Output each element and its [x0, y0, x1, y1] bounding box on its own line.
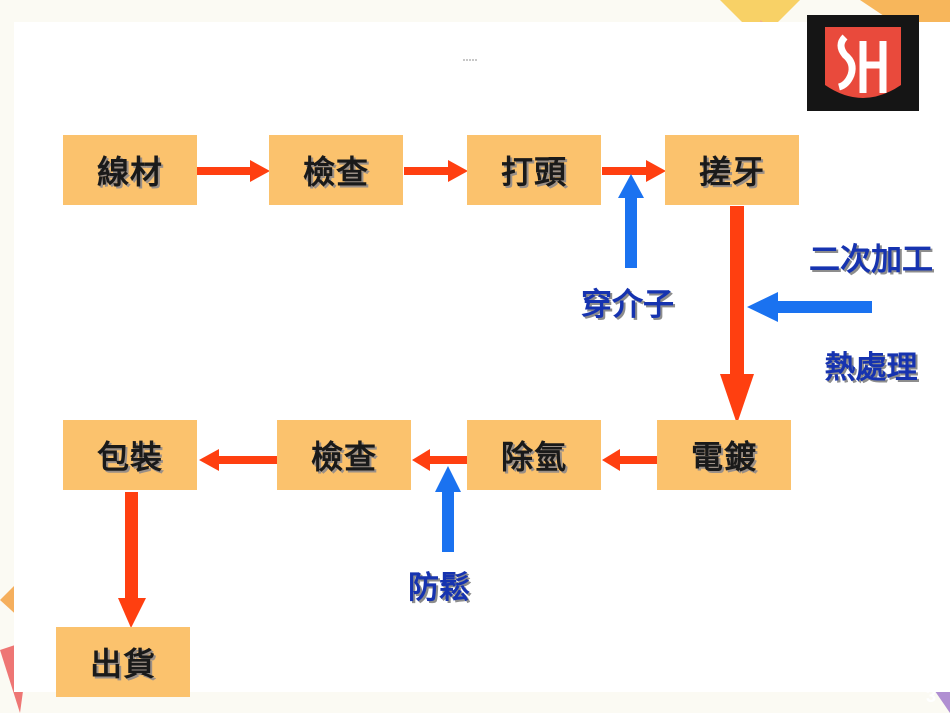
flow-arrow-threading-to-plating [720, 206, 754, 424]
note-heat-treatment: 熱處理 [794, 328, 948, 400]
step-dehydrogen: 除氫 [467, 420, 601, 490]
step-shipping: 出貨 [56, 627, 190, 697]
step-heading: 打頭 [467, 135, 601, 205]
flow-arrow-plating-to-dehydrogen [602, 449, 658, 471]
side-arrow-anti-loose [435, 466, 461, 552]
note-washer: 穿介子 [560, 270, 695, 332]
step-inspect-2: 檢查 [277, 420, 411, 490]
flow-arrow-inspect-to-heading [404, 160, 468, 182]
step-wire: 線材 [63, 135, 197, 205]
note-anti-loose: 防鬆 [372, 552, 506, 616]
flow-arrow-heading-to-threading [602, 160, 666, 182]
step-threading: 搓牙 [665, 135, 799, 205]
side-arrow-secondary [747, 292, 872, 322]
company-logo [807, 15, 919, 111]
flow-arrow-dehydrogen-to-inspect [412, 449, 468, 471]
note-secondary-processing: 二次加工 [794, 222, 948, 290]
step-plating: 電鍍 [657, 420, 791, 490]
flow-arrow-packing-to-shipping [118, 492, 146, 628]
side-arrow-washer [618, 174, 644, 268]
flow-arrow-inspect-to-packing [199, 449, 278, 471]
step-packing: 包裝 [63, 420, 197, 490]
flow-arrow-wire-to-inspect [197, 160, 270, 182]
slide-header-placeholder [463, 59, 477, 61]
step-inspect-1: 檢查 [269, 135, 403, 205]
page-number: 3 [925, 686, 936, 706]
